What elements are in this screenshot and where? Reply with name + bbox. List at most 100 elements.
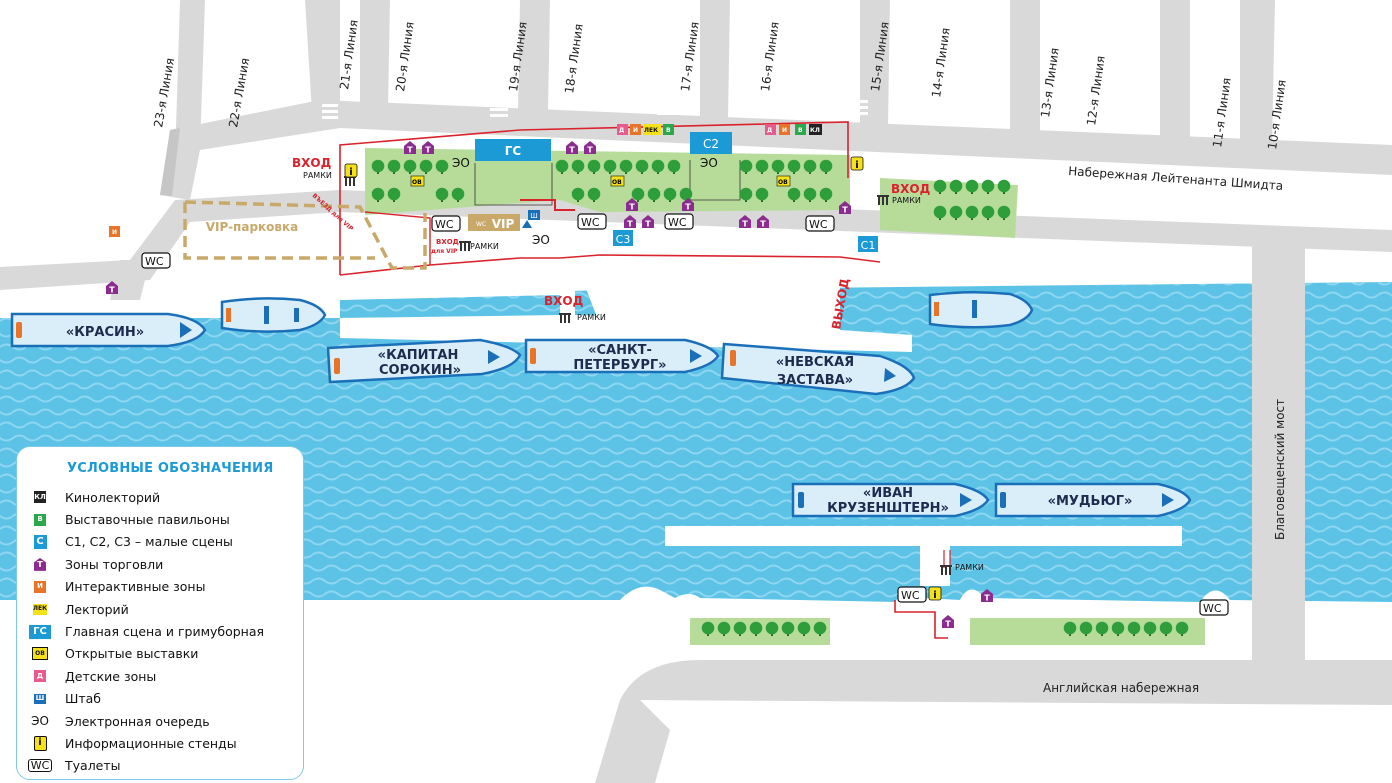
- stage-c1: [858, 236, 878, 252]
- legend-symbol-icon: С: [29, 534, 51, 549]
- kruzenshtern-label-2: КРУЗЕНШТЕРН»: [827, 501, 949, 516]
- ship-ivan-kruzenshtern: «ИВАН КРУЗЕНШТЕРН»: [791, 482, 990, 518]
- legend-label: Открытые выставки: [65, 646, 199, 662]
- zone-blocks-west: Д И ЛЕК В Д И В КЛ И: [109, 124, 822, 237]
- legend-item: И Интерактивные зоны: [29, 576, 293, 598]
- legend-item: ГС Главная сцена и гримуборная: [29, 620, 293, 642]
- hq-label: Ш: [530, 212, 538, 220]
- entry-vip-label-1: ВХОД: [436, 238, 459, 246]
- hq-icon: [528, 210, 540, 220]
- legend-symbol-icon: WC: [27, 758, 53, 773]
- sorokin-label-2: СОРОКИН»: [379, 363, 461, 378]
- frames-pier-label: РАМКИ: [577, 313, 606, 322]
- event-perimeter: [339, 121, 881, 276]
- frames-south-label: РАМКИ: [955, 563, 984, 572]
- legend-symbol-icon: Ш: [34, 693, 46, 704]
- svg-text:WC: WC: [145, 255, 164, 268]
- entry-west-label: ВХОД: [292, 156, 331, 170]
- legend-label: Зоны торговли: [65, 556, 164, 572]
- legend-item: ОВ Открытые выставки: [29, 643, 293, 665]
- krasin-label: «КРАСИН»: [66, 325, 144, 340]
- legend-label: Интерактивные зоны: [65, 579, 206, 595]
- svg-text:ЛЕК: ЛЕК: [644, 127, 658, 134]
- legend-item: КЛ Кинолекторий: [29, 486, 293, 508]
- legend-symbol-icon: Т: [29, 557, 51, 572]
- mudyug-label: «МУДЬЮГ»: [1048, 494, 1133, 509]
- legend-symbol-icon: И: [29, 579, 51, 594]
- c1-label: С1: [861, 239, 876, 252]
- frames-west-label: РАМКИ: [303, 171, 332, 180]
- ship-small-east: [928, 290, 1034, 329]
- svg-text:И: И: [633, 127, 638, 134]
- entry-pier-label: ВХОД: [544, 294, 583, 308]
- open-exhibit-icons: ОВ ОВ ОВ: [410, 175, 791, 187]
- svg-text:i: i: [933, 590, 936, 601]
- vip-wc-mini: WC: [476, 221, 486, 228]
- svg-text:В: В: [798, 127, 803, 134]
- legend-label: Детские зоны: [65, 668, 157, 684]
- street-english-embankment: Английская набережная: [1043, 681, 1199, 695]
- ship-krasin: «КРАСИН»: [10, 312, 207, 348]
- main-stage-gs: [475, 139, 551, 161]
- stage-c3: [613, 230, 633, 246]
- frames-vip-label: РАМКИ: [470, 242, 499, 251]
- legend-symbol-icon: Д: [29, 669, 51, 684]
- ship-small-west: [220, 297, 327, 333]
- legend-symbol-icon: i: [29, 735, 51, 751]
- legend-symbol-icon: ГС: [29, 624, 51, 639]
- legend-label: Выставочные павильоны: [65, 512, 230, 528]
- spb-label-1: «САНКТ-: [588, 343, 652, 358]
- ship-mudyug: «МУДЬЮГ»: [994, 482, 1192, 518]
- legend-symbol-icon: ОВ: [29, 646, 51, 661]
- c2-label: С2: [703, 137, 719, 151]
- legend-item: i Информационные стенды: [29, 732, 293, 754]
- park-main: [365, 148, 850, 215]
- legend-item: В Выставочные павильоны: [29, 508, 293, 530]
- kruzenshtern-label-1: «ИВАН: [863, 486, 913, 501]
- vip-parking-area: [184, 200, 427, 270]
- ship-kapitan-sorokin: «КАПИТАН СОРОКИН»: [326, 338, 522, 384]
- legend-label: Туалеты: [65, 758, 121, 774]
- legend-item: WC Туалеты: [27, 755, 293, 777]
- svg-text:Д: Д: [619, 127, 624, 134]
- svg-text:Д: Д: [767, 127, 772, 134]
- svg-text:i: i: [855, 160, 858, 171]
- legend-item: Т Зоны торговли: [29, 553, 293, 575]
- svg-text:И: И: [112, 229, 117, 236]
- eo-label-1: ЭО: [452, 156, 470, 170]
- sorokin-label-1: «КАПИТАН: [378, 348, 459, 363]
- legend-label: С1, С2, С3 – малые сцены: [65, 534, 233, 550]
- legend-item: Ш Штаб: [29, 688, 293, 710]
- svg-text:WC: WC: [1203, 602, 1222, 615]
- legend-label: Главная сцена и гримуборная: [65, 624, 265, 640]
- svg-text:КЛ: КЛ: [810, 127, 820, 134]
- legend-symbol-icon: КЛ: [29, 490, 51, 505]
- street-bridge: Благовещенский мост: [1273, 399, 1287, 540]
- legend-label: Кинолекторий: [65, 489, 161, 505]
- svg-text:WC: WC: [581, 216, 600, 229]
- svg-text:ОВ: ОВ: [778, 179, 788, 186]
- eo-label-2: ЭО: [700, 156, 718, 170]
- vip-pavilion: [468, 214, 520, 231]
- entry-east-label: ВХОД: [891, 182, 930, 196]
- legend-label: Информационные стенды: [65, 735, 237, 751]
- legend-symbol-icon: В: [29, 512, 51, 527]
- legend-label: Штаб: [65, 691, 102, 707]
- svg-text:И: И: [782, 127, 787, 134]
- entry-vip-label-2: для VIP: [431, 248, 458, 255]
- svg-text:WC: WC: [668, 216, 687, 229]
- svg-text:WC: WC: [809, 218, 828, 231]
- piers: [340, 250, 1182, 586]
- svg-text:WC: WC: [435, 218, 454, 231]
- ship-nevskaya-zastava: «НЕВСКАЯ ЗАСТАВА»: [720, 342, 916, 396]
- vip-label: VIP: [492, 217, 515, 231]
- legend-item: Д Детские зоны: [29, 665, 293, 687]
- legend-item: С С1, С2, С3 – малые сцены: [29, 531, 293, 553]
- spb-label-2: ПЕТЕРБУРГ»: [573, 358, 666, 373]
- eo-label-3: ЭО: [532, 233, 550, 247]
